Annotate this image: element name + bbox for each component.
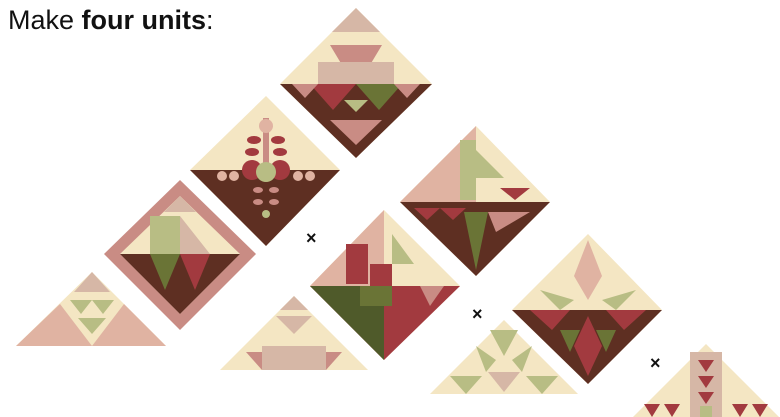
multiply-icon: ×: [650, 354, 661, 372]
multiply-icon: ×: [306, 229, 317, 247]
multiply-icon: ×: [472, 305, 483, 323]
flower-motif-icon: [259, 119, 273, 133]
